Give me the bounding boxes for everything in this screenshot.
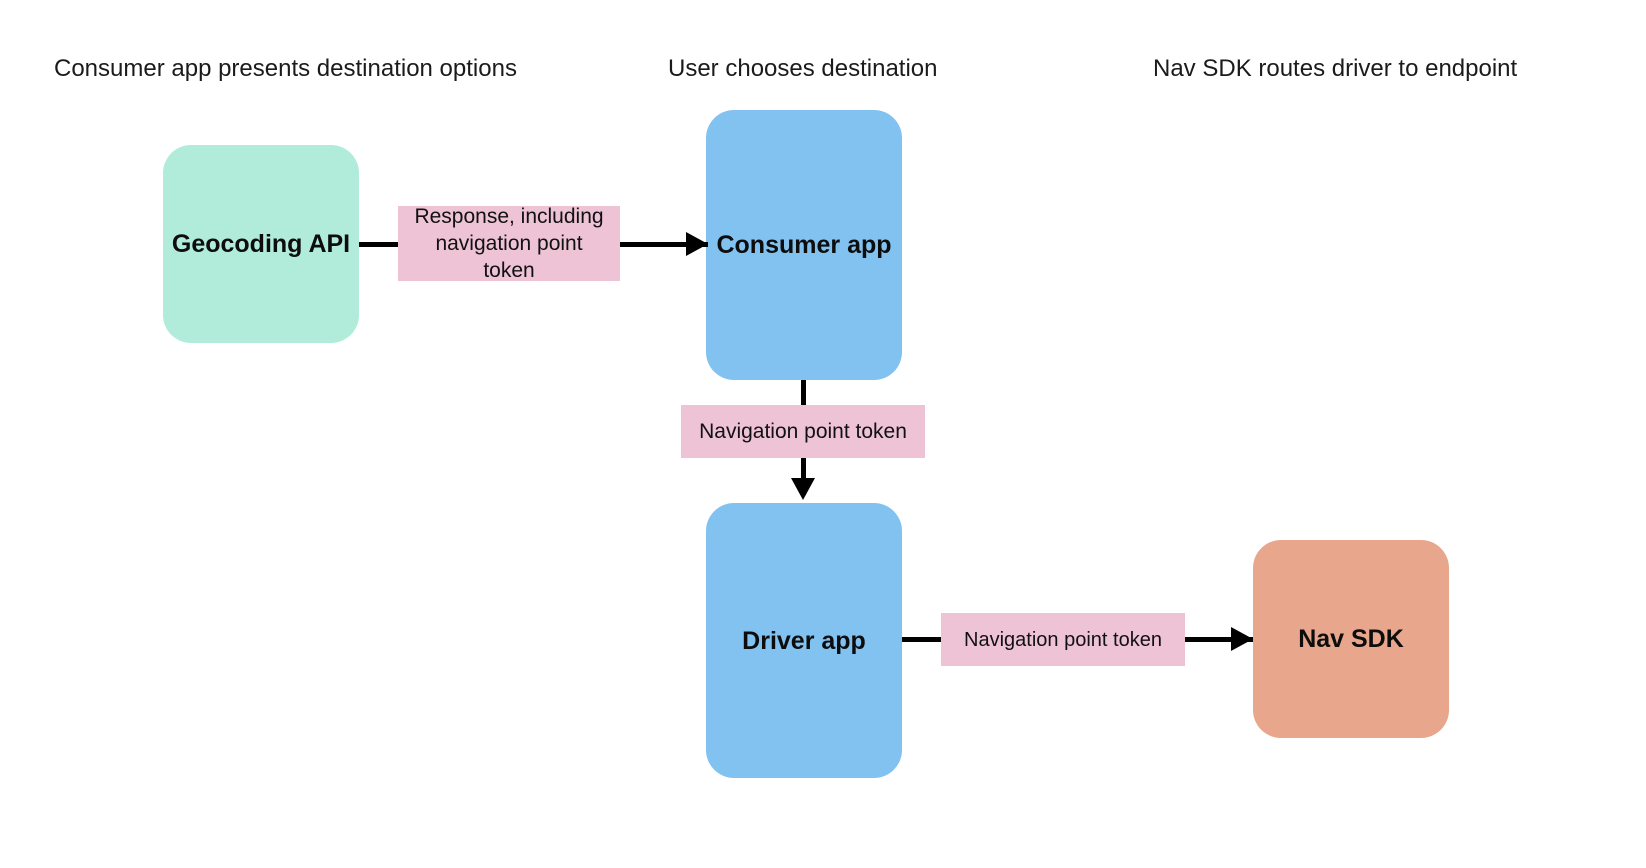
edge-label-response-token-text: Response, including navigation point tok… (414, 205, 604, 282)
node-nav-sdk-label: Nav SDK (1298, 625, 1404, 653)
arrowhead-right-to-nav-sdk (1231, 627, 1253, 651)
column-header-user-chooses-destination: User chooses destination (668, 55, 938, 82)
node-driver-app-label: Driver app (742, 626, 866, 655)
column-header-nav-sdk-routes-driver: Nav SDK routes driver to endpoint (1153, 55, 1518, 82)
node-geocoding-api-label: Geocoding API (171, 230, 351, 258)
edge-label-nav-token-consumer-driver-text: Navigation point token (699, 420, 907, 443)
edge-label-nav-token-driver-navsdk: Navigation point token (941, 613, 1185, 666)
arrowhead-right-to-consumer-app (686, 232, 708, 256)
node-consumer-app[interactable]: Consumer app (706, 110, 902, 380)
edge-label-nav-token-consumer-driver: Navigation point token (681, 405, 925, 458)
node-geocoding-api[interactable]: Geocoding API (163, 145, 359, 343)
edge-label-nav-token-driver-navsdk-text: Navigation point token (964, 628, 1162, 651)
node-nav-sdk[interactable]: Nav SDK (1253, 540, 1449, 738)
node-consumer-app-label: Consumer app (716, 231, 892, 259)
arrowhead-down-to-driver-app (791, 478, 815, 500)
column-header-consumer-app-options: Consumer app presents destination option… (54, 55, 517, 82)
edge-label-response-token: Response, including navigation point tok… (398, 205, 620, 282)
node-driver-app[interactable]: Driver app (706, 503, 902, 778)
